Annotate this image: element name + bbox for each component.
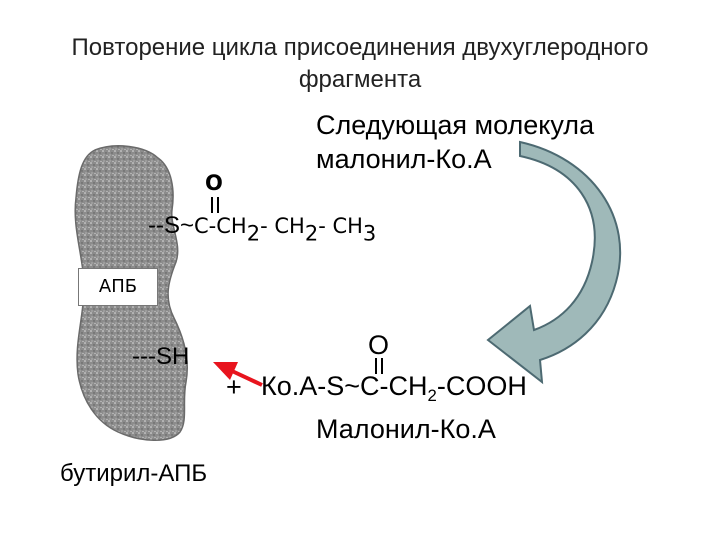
malonyl-formula-end: -COOH [436, 371, 527, 401]
malonyl-formula-start: Ко.А-S~C-CH [261, 371, 428, 401]
malonyl-coa-formula: Ко.А-S~C-CH2-COOH [261, 371, 527, 405]
free-thiol-group: ---SH [132, 343, 190, 370]
chain-c2: - CH [260, 214, 305, 238]
reaction-arrow-shaft [231, 369, 263, 387]
malonyl-formula-sub: 2 [427, 385, 437, 405]
bound-acyl-chain: --S~C-CH2- CH2- CH3 [148, 212, 376, 244]
carbonyl-oxygen-upper: O [205, 171, 223, 195]
plus-sign: + [226, 372, 242, 402]
acp-label-box: АПБ [78, 268, 158, 306]
reaction-arrow-head [213, 362, 238, 380]
chain-c2-sub: 2 [304, 221, 319, 246]
title-line-2: фрагмента [298, 66, 422, 93]
cycle-arrow [486, 140, 622, 385]
chain-c3-sub: 3 [362, 221, 377, 246]
malonyl-coa-name: Малонил-Ко.А [316, 414, 496, 444]
butyryl-acp-label: бутирил-АПБ [60, 460, 208, 487]
chain-c3: - CH [318, 214, 363, 238]
next-molecule-line-2: малонил-Ко.А [316, 144, 492, 174]
thioester-link: --S~ [148, 212, 195, 239]
chain-c1-sub: 2 [246, 221, 261, 246]
chain-c1: C-CH [194, 214, 247, 238]
title-line-1: Повторение цикла присоединения двухуглер… [71, 34, 649, 61]
next-molecule-line-1: Следующая молекула [316, 110, 595, 140]
carbonyl-oxygen-lower: O [368, 330, 390, 360]
